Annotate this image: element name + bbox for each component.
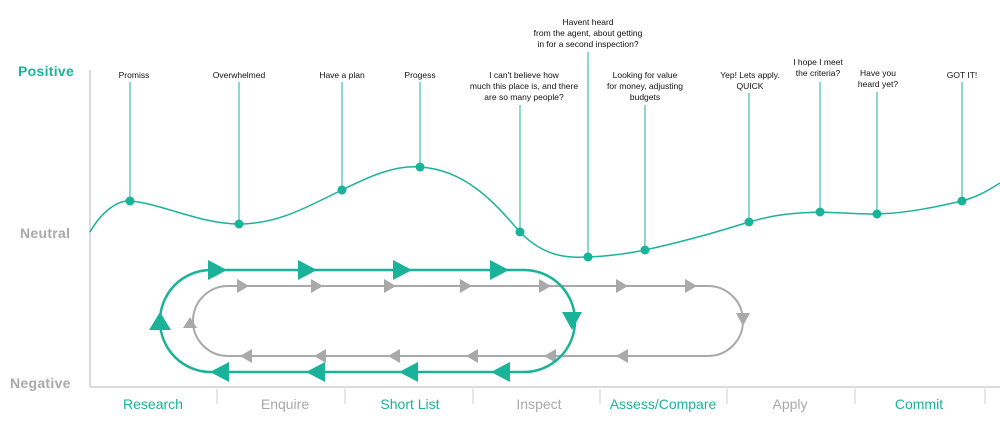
stage-assess-compare: Assess/Compare bbox=[609, 396, 717, 412]
green-cycle-loop bbox=[158, 268, 577, 374]
stage-short-list: Short List bbox=[380, 396, 440, 412]
touchpoint-note: Promiss bbox=[118, 70, 150, 80]
touchpoint-note: Progess bbox=[404, 70, 436, 80]
stage-apply: Apply bbox=[772, 396, 808, 412]
stage-research: Research bbox=[123, 396, 183, 412]
touchpoint-note: Have a plan bbox=[319, 70, 365, 80]
touchpoint-dot bbox=[234, 219, 244, 229]
touchpoint-note: GOT IT! bbox=[946, 70, 978, 80]
grey-cycle-loop bbox=[192, 285, 744, 357]
touchpoint-dot bbox=[337, 185, 347, 195]
touchpoint-dot bbox=[872, 209, 882, 219]
touchpoint-note: Overwhelmed bbox=[212, 70, 266, 80]
touchpoint-dot bbox=[957, 196, 967, 206]
y-label-negative: Negative bbox=[10, 375, 71, 391]
touchpoint-dot bbox=[515, 227, 525, 237]
touchpoint-dot bbox=[815, 207, 825, 217]
grey-arrows bbox=[183, 279, 750, 363]
y-label-positive: Positive bbox=[18, 63, 75, 79]
touchpoint-pins bbox=[125, 52, 967, 262]
touchpoint-note: Havent heard from the agent, about getti… bbox=[533, 17, 643, 49]
touchpoint-dot bbox=[125, 196, 135, 206]
touchpoint-note: I hope I meet the criteria? bbox=[793, 57, 843, 78]
stage-inspect: Inspect bbox=[516, 396, 562, 412]
touchpoint-dot bbox=[640, 245, 650, 255]
touchpoint-dot bbox=[744, 217, 754, 227]
stage-dividers bbox=[216, 389, 986, 404]
touchpoint-dot bbox=[415, 162, 425, 172]
y-label-neutral: Neutral bbox=[20, 225, 71, 241]
touchpoint-note: I can't believe how much this place is, … bbox=[469, 70, 579, 102]
green-arrows bbox=[149, 260, 582, 382]
stage-enquire: Enquire bbox=[260, 396, 310, 412]
touchpoint-dot bbox=[583, 252, 593, 262]
emotion-curve bbox=[89, 166, 1000, 259]
stage-commit: Commit bbox=[894, 396, 944, 412]
touchpoint-note: Have you heard yet? bbox=[857, 68, 899, 89]
touchpoint-note: Yep! Lets apply. QUICK bbox=[720, 70, 780, 91]
touchpoint-note: Looking for value for money, adjusting b… bbox=[607, 70, 683, 102]
